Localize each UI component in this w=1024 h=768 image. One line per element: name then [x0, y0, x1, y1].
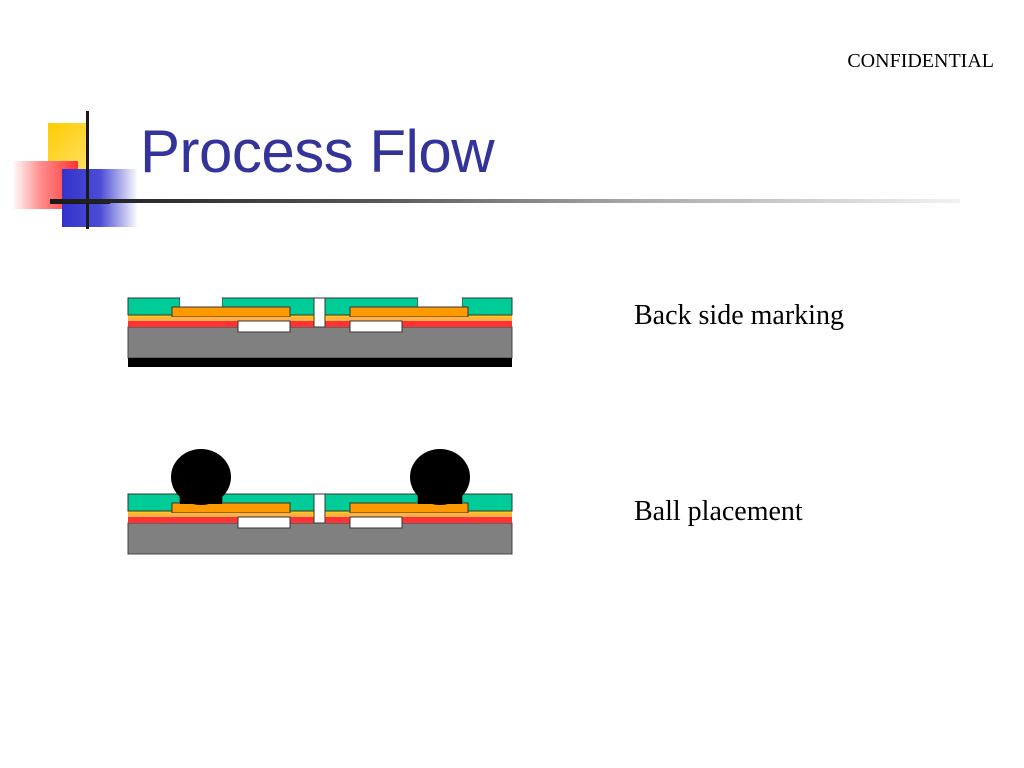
step-label-ball-placement: Ball placement: [634, 496, 803, 527]
ball-placement-diagram: [127, 449, 513, 555]
solder-ball-right-neck: [418, 486, 462, 504]
slide-title: Process Flow: [140, 118, 495, 185]
title-underline: [50, 199, 960, 203]
wafer-cross-section-1: [127, 297, 513, 359]
back-side-marking-diagram: [127, 297, 513, 367]
blue-square: [62, 169, 138, 227]
step-label-back-side-marking: Back side marking: [634, 300, 844, 331]
vertical-line: [86, 111, 89, 229]
solder-ball-left-neck: [180, 486, 222, 504]
confidential-label: CONFIDENTIAL: [847, 50, 994, 72]
decorative-squares-logo: [0, 105, 150, 235]
backside-marking-layer: [128, 358, 512, 367]
